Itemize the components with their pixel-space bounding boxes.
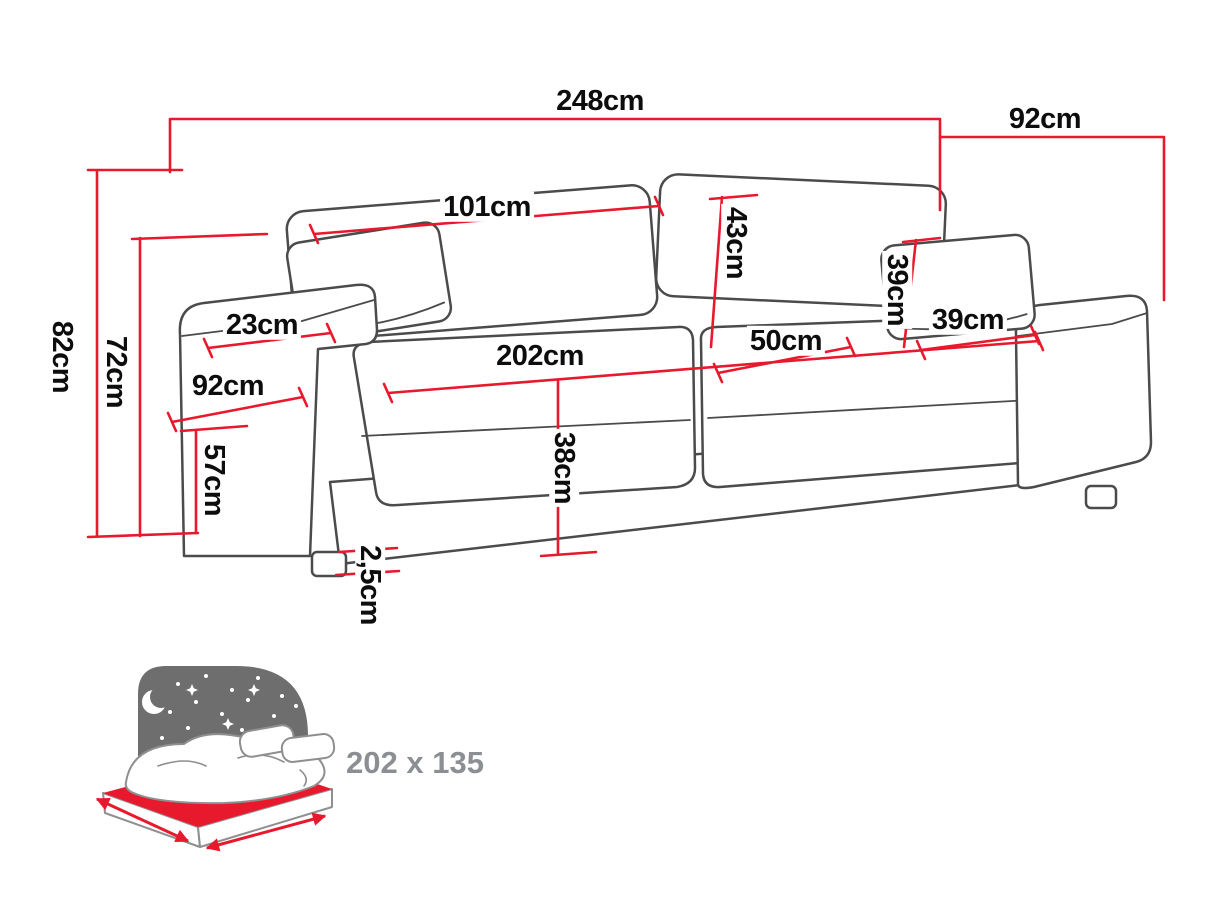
seat-cushion-left-seam xyxy=(361,419,691,437)
dim-back-height-label: 72cm xyxy=(100,332,132,412)
dim-pillow-width-label: 39cm xyxy=(928,304,1008,335)
dim-total-height-label: 82cm xyxy=(46,317,78,397)
icon-dimension-arrows xyxy=(95,797,327,852)
dim-total-depth-label: 92cm xyxy=(1005,103,1085,134)
dim-armrest-width-label: 23cm xyxy=(222,309,302,340)
dim-line-backrest-height xyxy=(708,193,759,349)
dim-backrest-height-label: 43cm xyxy=(720,203,752,283)
icon-pillow-1 xyxy=(238,724,296,758)
sofa-leg-right xyxy=(1084,484,1118,510)
dim-seat-depth-label: 50cm xyxy=(746,325,826,356)
dim-seat-width-label: 202cm xyxy=(493,340,587,371)
sleeping-area-icon xyxy=(95,666,336,852)
moon-cutout xyxy=(150,686,172,708)
dim-total-width-label: 248cm xyxy=(553,85,647,116)
dim-line-total-width xyxy=(168,117,942,212)
sleeping-area-size-label: 202 x 135 xyxy=(346,745,484,780)
dim-line-seat-depth xyxy=(712,336,857,384)
dim-armrest-height-label: 57cm xyxy=(198,440,230,520)
dim-line-armrest-height xyxy=(179,424,249,535)
dim-line-pillow-width xyxy=(915,324,1041,361)
dim-line-total-height xyxy=(86,168,200,539)
dim-leg-height-label: 2,5cm xyxy=(354,542,386,628)
dim-line-armrest-width xyxy=(202,322,337,359)
sofa-leg-left xyxy=(310,550,348,578)
armrest-right xyxy=(1014,294,1153,490)
dim-back-cushion-width-label: 101cm xyxy=(440,191,534,222)
dim-line-total-depth xyxy=(938,135,1166,302)
dim-seat-height-label: 38cm xyxy=(548,428,580,508)
seat-cushion-right-seam xyxy=(707,399,1031,419)
dim-line-armrest-depth xyxy=(166,386,309,433)
icon-pillow-2 xyxy=(280,733,336,763)
dim-armrest-depth-label: 92cm xyxy=(188,370,268,401)
dim-line-back-height xyxy=(130,232,269,538)
dim-pillow-height-label: 39cm xyxy=(881,250,913,330)
